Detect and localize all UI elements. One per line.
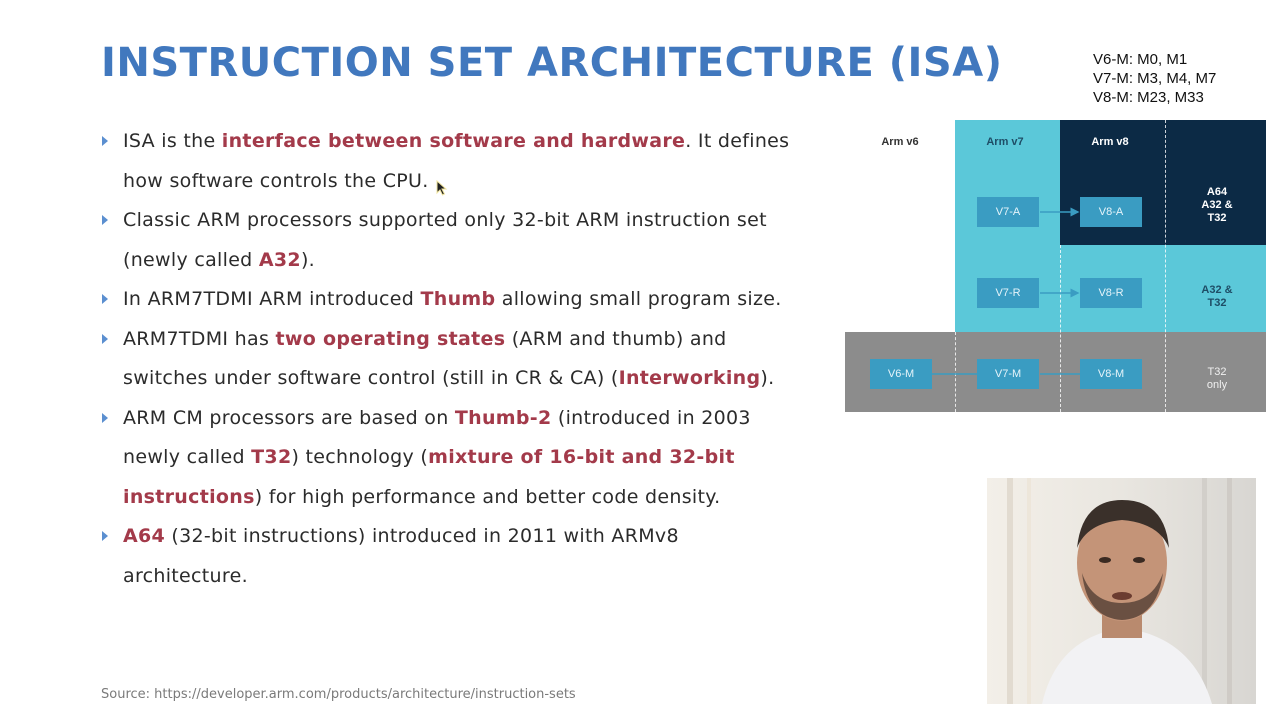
label-t32-m: T32 <box>1207 366 1227 378</box>
bullet-text: allowing small program size. <box>495 288 782 310</box>
arm-architecture-diagram: Arm v6 Arm v7 Arm v8 V7-A V8-A V7-R V8-R… <box>845 120 1266 412</box>
bullet-text: ARM CM processors are based on <box>123 406 455 429</box>
bullet-text: ISA is the <box>123 130 222 152</box>
label-t32-r: T32 <box>1207 297 1227 309</box>
variant-v7m: V7-M: M3, M4, M7 <box>1093 70 1217 87</box>
bullet-list: ISA is the interface between software an… <box>101 122 801 596</box>
bullet-marker-icon <box>102 215 108 225</box>
bullet-text: ARM7TDMI has <box>123 327 276 350</box>
bullet-item: In ARM7TDMI ARM introduced Thumb allowin… <box>101 280 801 320</box>
column-arm-v7: Arm v7 <box>986 136 1024 148</box>
column-arm-v8: Arm v8 <box>1091 136 1129 148</box>
label-a32-r: A32 & <box>1201 284 1233 296</box>
separator-v8-label <box>1165 120 1166 412</box>
box-v8-a: V8-A <box>1080 197 1142 227</box>
highlighted-term: A32 <box>258 248 301 271</box>
bullet-item: A64 (32-bit instructions) introduced in … <box>101 517 801 596</box>
mouse-cursor-icon <box>436 180 448 196</box>
label-r-profile-isa: A32 &T32 <box>1165 284 1269 310</box>
highlighted-term: two operating states <box>275 327 506 350</box>
highlighted-term: Interworking <box>618 367 761 389</box>
variant-v6m: V6-M: M0, M1 <box>1093 51 1188 68</box>
box-v7-m: V7-M <box>977 359 1039 389</box>
box-v7-r: V7-R <box>977 278 1039 308</box>
bullet-text: ) for high performance and better code d… <box>254 485 721 508</box>
bullet-text: (introduced in 2003 newly called <box>123 406 751 469</box>
bullet-item: ISA is the interface between software an… <box>101 122 801 201</box>
bullet-marker-icon <box>102 531 108 541</box>
highlighted-term: T32 <box>251 446 292 468</box>
bullet-text: . It defines how software controls the C… <box>123 130 790 192</box>
bullet-marker-icon <box>102 294 108 304</box>
label-a32: A32 & <box>1201 199 1233 211</box>
label-only: only <box>1206 379 1228 391</box>
source-citation: Source: https://developer.arm.com/produc… <box>101 687 576 702</box>
bullet-item: ARM CM processors are based on Thumb-2 (… <box>101 399 801 518</box>
variant-v8m: V8-M: M23, M33 <box>1093 89 1204 106</box>
presenter-video-frame <box>987 478 1256 704</box>
label-t32: T32 <box>1207 212 1227 224</box>
box-v7-a: V7-A <box>977 197 1039 227</box>
highlighted-term: Thumb-2 <box>454 406 552 429</box>
bullet-item: Classic ARM processors supported only 32… <box>101 201 801 280</box>
separator-v7-v8 <box>1060 245 1061 412</box>
box-v8-r: V8-R <box>1080 278 1142 308</box>
bullet-marker-icon <box>102 136 108 146</box>
bullet-text: ). <box>300 248 315 271</box>
bullet-text: (ARM and thumb) and switches under softw… <box>123 327 727 390</box>
label-a64: A64 <box>1206 186 1228 198</box>
arrows-layer <box>932 207 1080 375</box>
highlighted-term: interface between software and hardware <box>221 130 686 152</box>
slide-title: INSTRUCTION SET ARCHITECTURE (ISA) <box>101 40 1003 86</box>
bullet-text: In ARM7TDMI ARM introduced <box>123 288 421 310</box>
bullet-marker-icon <box>102 412 108 423</box>
highlighted-term: Thumb <box>420 288 496 310</box>
bullet-marker-icon <box>102 333 108 344</box>
cortex-m-variants: V6-M: M0, M1 V7-M: M3, M4, M7 V8-M: M23,… <box>1093 50 1216 107</box>
bullet-text: ) technology ( <box>291 446 429 468</box>
bullet-item: ARM7TDMI has two operating states (ARM a… <box>101 320 801 399</box>
column-arm-v6: Arm v6 <box>881 136 919 148</box>
highlighted-term: mixture of 16-bit and 32-bit instruction… <box>123 446 735 508</box>
bullet-text: Classic ARM processors supported only 32… <box>123 209 767 271</box>
box-v6-m: V6-M <box>870 359 932 389</box>
presenter-webcam <box>987 478 1256 704</box>
separator-v6-v7 <box>955 332 956 412</box>
bullet-text: (32-bit instructions) introduced in 2011… <box>123 525 679 587</box>
bullet-text: ). <box>760 367 775 389</box>
highlighted-term: A64 <box>123 525 166 547</box>
box-v8-m: V8-M <box>1080 359 1142 389</box>
